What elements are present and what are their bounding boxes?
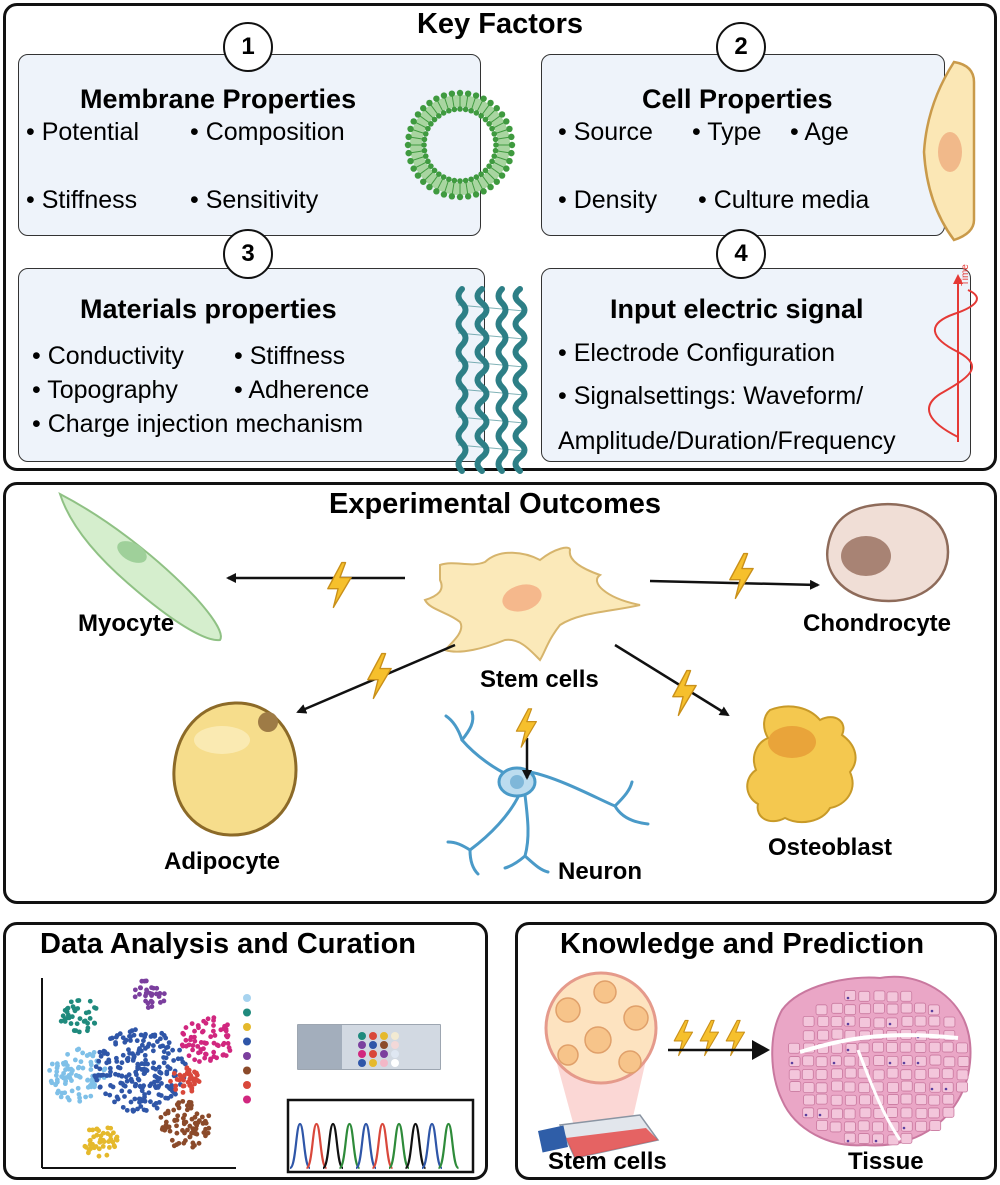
adipocyte-icon xyxy=(172,701,298,837)
analysis-graphics xyxy=(41,978,475,1174)
materials-item: • Charge injection mechanism xyxy=(32,410,364,438)
signal-time-label: Time xyxy=(960,264,971,286)
signal-waveform-icon: Time xyxy=(928,264,978,442)
membrane-properties-box xyxy=(18,54,481,236)
cell-item: • Age xyxy=(790,118,849,146)
stem-cells-label: Stem cells xyxy=(480,666,599,693)
signal-item: • Signalsettings: Waveform/ xyxy=(558,382,864,410)
membrane-item: • Sensitivity xyxy=(190,186,319,214)
adipocyte-label: Adipocyte xyxy=(164,848,281,875)
factor-number-3: 3 xyxy=(223,229,273,279)
cell-item: • Culture media xyxy=(698,186,870,214)
membrane-item: • Stiffness xyxy=(26,186,138,214)
materials-item: • Adherence xyxy=(234,376,370,404)
input-signal-title: Input electric signal xyxy=(610,294,864,324)
cell-properties-box xyxy=(541,54,945,236)
tissue-label: Tissue xyxy=(848,1148,924,1175)
stimulation-bolts-icon xyxy=(668,1019,770,1060)
outcomes-diagram xyxy=(58,491,950,876)
materials-item: • Topography xyxy=(32,376,178,404)
cell-item: • Source xyxy=(558,118,653,146)
materials-item: • Stiffness xyxy=(234,342,346,370)
data-analysis-title: Data Analysis and Curation xyxy=(40,928,417,960)
stem-cell-icon xyxy=(423,546,641,662)
stem-cell-culture-icon xyxy=(537,971,660,1159)
myocyte-label: Myocyte xyxy=(78,610,175,637)
factor-number-2: 2 xyxy=(716,22,766,72)
signal-item: Amplitude/Duration/Frequency xyxy=(558,427,896,455)
materials-properties-title: Materials properties xyxy=(80,294,337,324)
polymer-fibers-icon xyxy=(455,286,528,474)
arrow-to-chondrocyte xyxy=(649,579,820,590)
neuron-label: Neuron xyxy=(558,858,642,885)
bolt-icon xyxy=(729,552,754,600)
arrow-to-osteoblast xyxy=(614,643,730,717)
factor-number-4: 4 xyxy=(716,229,766,279)
key-factors-title: Key Factors xyxy=(416,8,583,40)
materials-properties-box xyxy=(18,268,485,462)
cell-item: • Type xyxy=(692,118,762,146)
myocyte-icon xyxy=(58,491,222,642)
prediction-stem-cells-label: Stem cells xyxy=(548,1148,667,1175)
well-plate-icon xyxy=(297,1024,441,1070)
chondrocyte-icon xyxy=(825,502,950,603)
signal-item: • Electrode Configuration xyxy=(558,339,835,367)
materials-item: • Conductivity xyxy=(32,342,184,370)
chondrocyte-label: Chondrocyte xyxy=(803,610,952,637)
bolt-icon xyxy=(366,652,393,700)
cell-item: • Density xyxy=(558,186,658,214)
tissue-icon xyxy=(771,975,972,1147)
lipid-bilayer-icon xyxy=(404,89,516,201)
scatter-clusters xyxy=(47,978,233,1159)
membrane-properties-title: Membrane Properties xyxy=(80,84,357,114)
outcomes-title: Experimental Outcomes xyxy=(329,488,661,520)
factor-number-1: 1 xyxy=(223,22,273,72)
osteoblast-label: Osteoblast xyxy=(768,834,893,861)
membrane-item: • Composition xyxy=(190,118,345,146)
bolt-icon xyxy=(326,561,352,609)
prediction-graphics xyxy=(537,971,972,1159)
prediction-title: Knowledge and Prediction xyxy=(560,928,925,960)
cell-icon xyxy=(922,60,976,242)
membrane-item: • Potential xyxy=(26,118,139,146)
chromatogram-icon xyxy=(286,1098,475,1174)
input-signal-box xyxy=(541,268,971,462)
neuron-icon xyxy=(444,710,650,876)
cell-properties-title: Cell Properties xyxy=(642,84,833,114)
osteoblast-icon xyxy=(746,705,857,824)
cluster-legend xyxy=(243,994,251,1104)
